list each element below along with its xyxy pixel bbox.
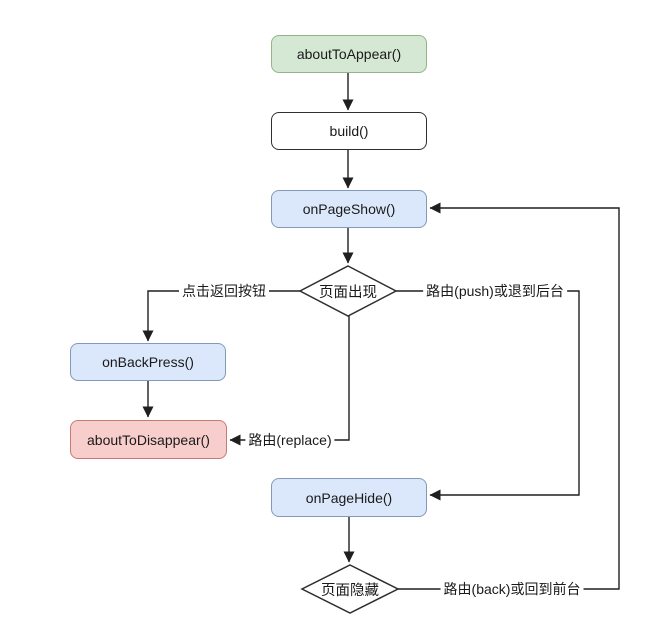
node-on-page-hide: onPageHide() xyxy=(271,478,427,517)
edge-label-route-replace: 路由(replace) xyxy=(245,431,335,449)
edge-label-route-push: 路由(push)或退到后台 xyxy=(423,282,567,300)
node-on-page-show: onPageShow() xyxy=(271,190,427,228)
node-on-back-press: onBackPress() xyxy=(70,343,226,381)
edge-decision-to-abouttodisappear xyxy=(229,316,350,446)
node-about-to-disappear: aboutToDisappear() xyxy=(70,420,227,459)
node-build: build() xyxy=(271,112,427,150)
edge-label-click-back: 点击返回按钮 xyxy=(179,282,269,300)
edge-pagehide-to-onpageshow xyxy=(398,202,620,590)
decision-page-hide-shape xyxy=(300,564,400,614)
edge-label-route-back: 路由(back)或回到前台 xyxy=(440,580,584,598)
decision-page-appear-label: 页面出现 xyxy=(319,284,377,301)
decision-page-hide-label: 页面隐藏 xyxy=(321,582,379,599)
node-about-to-appear: aboutToAppear() xyxy=(271,35,427,73)
edge-decision-to-onpagehide xyxy=(396,290,580,501)
decision-page-appear-shape xyxy=(298,265,398,317)
